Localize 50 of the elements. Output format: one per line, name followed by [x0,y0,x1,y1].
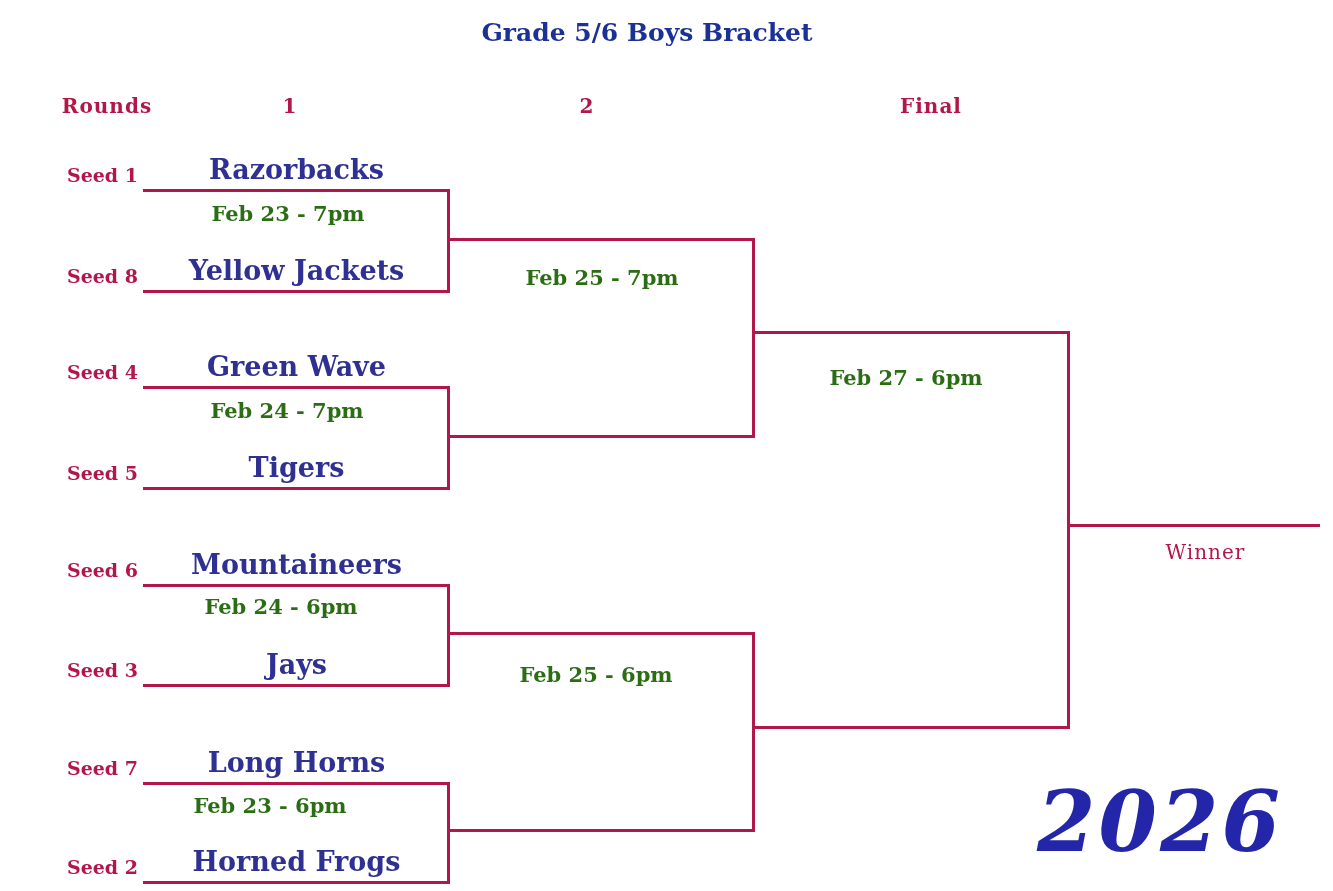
round-heading: 1 [282,94,298,118]
game-date: Feb 24 - 6pm [204,594,358,620]
seed-label: Seed 2 [66,857,138,879]
bracket-connector [447,436,450,488]
team-name: Horned Frogs [192,846,401,878]
team-name: Green Wave [207,351,386,383]
bracket-connector [447,239,450,291]
bracket-connector [447,585,450,633]
bracket-connector [752,239,755,332]
bracket-slot [447,828,755,832]
game-date: Feb 27 - 6pm [829,365,983,391]
game-date: Feb 25 - 7pm [525,265,679,291]
round-heading: 2 [579,94,595,118]
game-date: Feb 25 - 6pm [519,662,673,688]
bracket-connector [447,633,450,685]
bracket-connector [1067,525,1070,727]
team-name: Tigers [248,452,345,484]
bracket-connector [447,783,450,830]
winner-label: Winner [1165,540,1246,564]
seed-label: Seed 7 [66,758,138,780]
team-name: Mountaineers [191,549,402,581]
team-name: Long Horns [207,747,386,779]
bracket-connector [447,190,450,239]
round-heading: Final [900,94,962,118]
year-label: 2026 [1037,777,1283,867]
seed-label: Seed 3 [66,660,138,682]
game-date: Feb 23 - 6pm [193,793,347,819]
seed-label: Seed 5 [66,463,138,485]
seed-label: Seed 6 [66,560,138,582]
bracket-connector [447,387,450,436]
seed-label: Seed 1 [66,165,138,187]
seed-label: Seed 8 [66,266,138,288]
bracket-connector [752,727,755,830]
game-date: Feb 24 - 7pm [210,398,364,424]
team-name: Yellow Jackets [188,255,405,287]
bracket-connector [752,332,755,436]
bracket-slot [752,725,1070,729]
team-name: Jays [265,649,328,681]
bracket-slot [447,434,755,438]
seed-label: Seed 4 [66,362,138,384]
team-name: Razorbacks [209,154,384,186]
bracket-connector [752,633,755,727]
bracket-connector [1067,332,1070,525]
bracket-connector [447,830,450,882]
round-heading: Rounds [61,94,153,118]
bracket-slot [752,330,1070,334]
game-date: Feb 23 - 7pm [211,201,365,227]
title: Grade 5/6 Boys Bracket [481,18,813,48]
bracket-slot [447,631,755,635]
bracket-slot [447,237,755,241]
